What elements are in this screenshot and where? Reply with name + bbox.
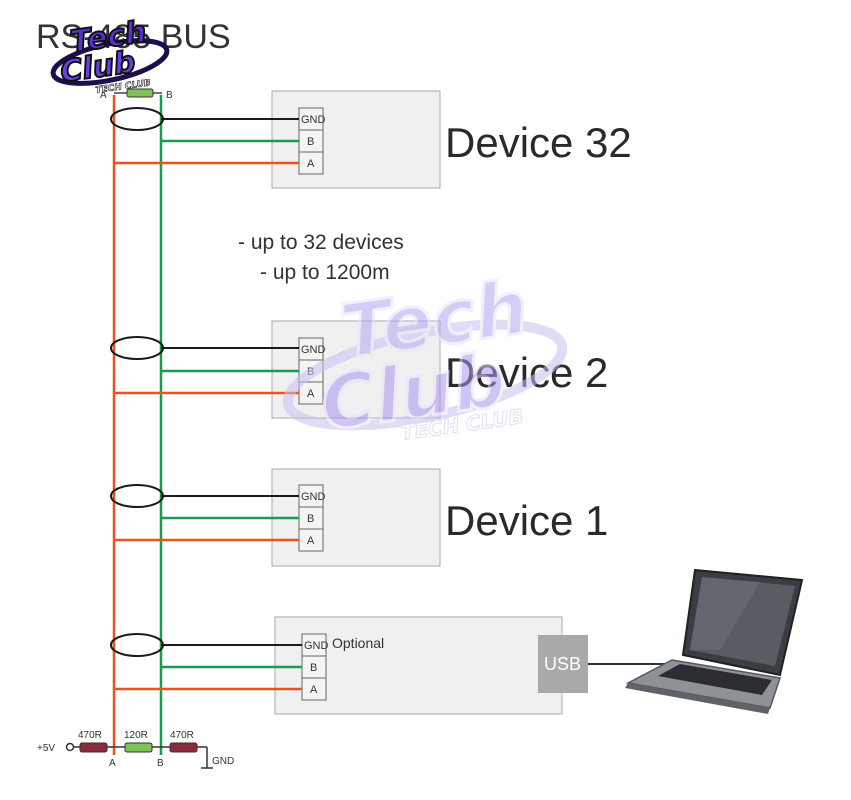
laptop-icon: [625, 568, 804, 714]
bias-b-label: B: [157, 758, 164, 769]
bias-network: +5V 470R 120R 470R A B GND: [37, 730, 234, 769]
device-2-cable-shield: [110, 336, 164, 360]
top-terminator: A B: [100, 88, 173, 101]
top-terminator-b-label: B: [166, 90, 173, 101]
converter-terminal-block: [301, 633, 327, 701]
device-32: GND B A Device 32: [110, 90, 632, 189]
note-device-limit: - up to 32 devices: [238, 231, 404, 254]
device-32-pin-b: B: [307, 136, 314, 148]
converter-cable-shield: [110, 633, 164, 657]
device-2-pin-gnd: GND: [301, 344, 326, 356]
usb-label: USB: [544, 654, 581, 674]
note-distance-limit: - up to 1200m: [260, 261, 390, 284]
converter-pin-a: A: [310, 684, 318, 696]
diagram-title: RS-485 BUS: [36, 18, 231, 56]
device-32-cable-shield: [110, 107, 164, 131]
device-1: GND B A Device 1: [110, 468, 608, 567]
usb-port: [538, 635, 588, 693]
bias-a-label: A: [109, 758, 116, 769]
termination-resistor: [124, 742, 153, 753]
device-1-pin-gnd: GND: [301, 491, 326, 503]
pull-up-resistor: [79, 742, 108, 753]
device-2-pin-a: A: [307, 388, 315, 400]
supply-label: +5V: [37, 743, 55, 754]
device-1-terminal-block: [298, 484, 324, 552]
converter-pin-gnd: GND: [304, 640, 329, 652]
termination-resistor-label: 120R: [124, 730, 148, 741]
device-32-pin-gnd: GND: [301, 114, 326, 126]
usb-converter: GND B A Optional USB: [110, 616, 672, 715]
converter-optional-label: Optional: [332, 635, 384, 651]
device-32-label: Device 32: [445, 119, 632, 166]
device-1-label: Device 1: [445, 497, 608, 544]
supply-terminal: [65, 742, 75, 752]
pull-down-resistor-label: 470R: [170, 730, 194, 741]
device-1-pin-a: A: [307, 535, 315, 547]
top-terminator-a-label: A: [100, 90, 107, 101]
pull-down-resistor: [169, 742, 198, 753]
converter-pin-b: B: [310, 662, 317, 674]
gnd-label: GND: [212, 756, 234, 767]
device-32-pin-a: A: [307, 158, 315, 170]
terminator-resistor-top: [126, 88, 154, 98]
pull-up-resistor-label: 470R: [78, 730, 102, 741]
device-1-pin-b: B: [307, 513, 314, 525]
device-32-box: [271, 90, 441, 189]
device-1-cable-shield: [110, 484, 164, 508]
